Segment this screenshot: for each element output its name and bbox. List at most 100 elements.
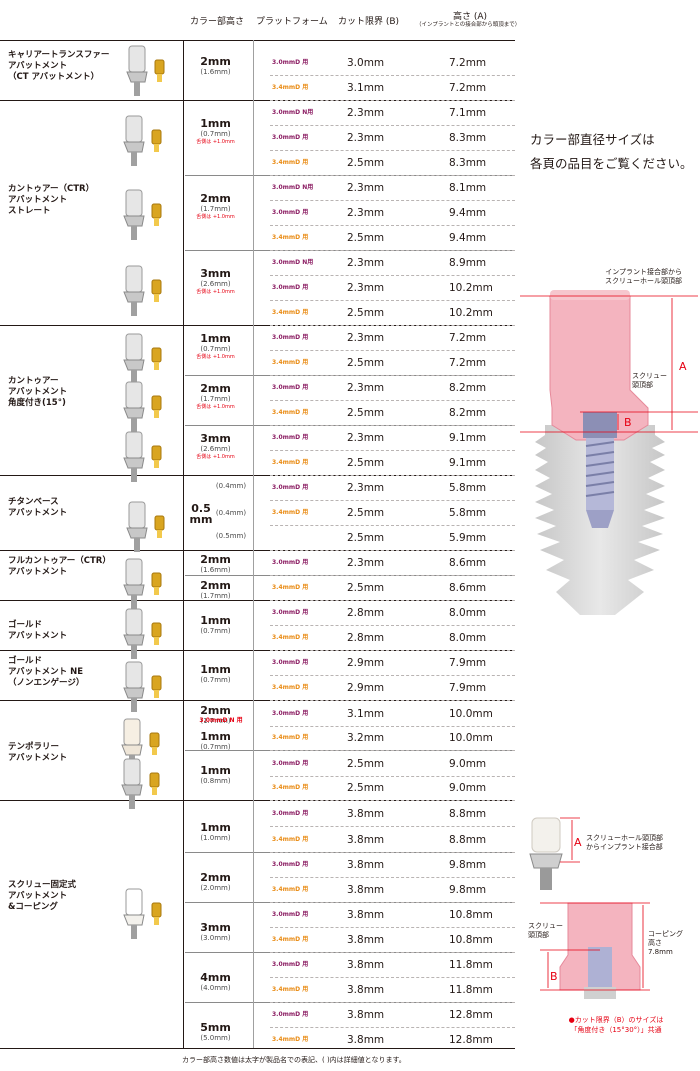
cut-limit-value: 2.9mm bbox=[347, 682, 385, 694]
collar-height: 2mm(1.7mm)舌側は +1.0mm bbox=[188, 383, 243, 411]
height-value: 5.8mm bbox=[449, 507, 487, 519]
height-value: 12.8mm bbox=[449, 1034, 493, 1046]
cut-limit-note: ●カット限界（B）のサイズは 「角度付き（15°30°）」共通 bbox=[568, 1016, 664, 1034]
row-divider bbox=[270, 500, 515, 501]
product-photo bbox=[126, 45, 165, 96]
platform-value: 3.0mmD 用 bbox=[272, 284, 309, 291]
platform-value: 3.4mmD 用 bbox=[272, 309, 309, 316]
platform-value: 3.4mmD 用 bbox=[272, 84, 309, 91]
platform-value: 3.4mmD 用 bbox=[272, 886, 309, 893]
cut-limit-value: 2.8mm bbox=[347, 607, 385, 619]
collar-detail-text: (0.4mm) bbox=[215, 482, 247, 490]
row-divider bbox=[270, 776, 515, 777]
product-photo bbox=[126, 501, 165, 552]
header-platform: プラットフォーム bbox=[256, 17, 328, 27]
cut-limit-value: 2.5mm bbox=[347, 507, 385, 519]
collar-height: 1mm(0.7mm) bbox=[188, 731, 243, 752]
collar-height: 3mm(2.6mm)舌側は +1.0mm bbox=[188, 433, 243, 461]
cut-limit-value: 3.1mm bbox=[347, 708, 385, 720]
row-divider bbox=[270, 475, 515, 476]
collar-main: 1mm bbox=[200, 821, 231, 834]
product-photo bbox=[123, 608, 162, 659]
height-value: 7.2mm bbox=[449, 332, 487, 344]
cut-limit-value: 2.3mm bbox=[347, 557, 385, 569]
height-value: 9.0mm bbox=[449, 758, 487, 770]
row-divider bbox=[270, 625, 515, 626]
cut-limit-value: 2.5mm bbox=[347, 782, 385, 794]
group-divider bbox=[0, 700, 515, 701]
cut-limit-value: 2.3mm bbox=[347, 432, 385, 444]
product-photo bbox=[123, 558, 162, 609]
collar-main: 1mm bbox=[200, 730, 231, 743]
collar-main: 1mm bbox=[200, 332, 231, 345]
group-divider bbox=[0, 600, 515, 601]
product-group-name: ゴールド アバットメント bbox=[8, 620, 68, 641]
row-divider bbox=[270, 1027, 515, 1028]
row-divider bbox=[270, 425, 515, 426]
cross-section-diagram: A B bbox=[520, 290, 698, 615]
temp-platform-note: 3.0mmD N 用 bbox=[186, 717, 256, 724]
collar-main: 2mm bbox=[200, 553, 231, 566]
collar-main: 1mm bbox=[200, 614, 231, 627]
collar-main: 2mm bbox=[200, 871, 231, 884]
height-value: 8.0mm bbox=[449, 607, 487, 619]
collar-detail: (5.0mm) bbox=[200, 1034, 231, 1042]
collar-height: 2mm(2.0mm) bbox=[188, 872, 243, 893]
platform-value: 3.4mmD 用 bbox=[272, 684, 309, 691]
platform-value: 3.0mmD 用 bbox=[272, 1011, 309, 1018]
row-divider bbox=[270, 852, 515, 853]
row-divider bbox=[270, 325, 515, 326]
collar-detail: (0.7mm) bbox=[200, 345, 231, 353]
collar-lingual-note: 舌側は +1.0mm bbox=[196, 139, 235, 145]
collar-main: 3mm bbox=[200, 267, 231, 280]
platform-value: 3.0mmD 用 bbox=[272, 760, 309, 767]
height-value: 7.2mm bbox=[449, 57, 487, 69]
row-divider bbox=[270, 250, 515, 251]
collar-height: 1mm(0.7mm)舌側は +1.0mm bbox=[188, 118, 243, 146]
row-divider bbox=[270, 350, 515, 351]
height-value: 9.1mm bbox=[449, 457, 487, 469]
collar-height: 1mm(1.0mm) bbox=[188, 822, 243, 843]
collar-detail: (1.7mm) bbox=[200, 395, 231, 403]
collar-detail: (0.7mm) bbox=[200, 627, 231, 635]
platform-value: 3.4mmD 用 bbox=[272, 159, 309, 166]
platform-value: 3.4mmD 用 bbox=[272, 936, 309, 943]
column-divider bbox=[183, 40, 184, 1048]
platform-value: 3.0mmD 用 bbox=[272, 59, 309, 66]
base-shape bbox=[529, 853, 563, 869]
product-group-name: キャリアートランスファー アバットメント （CT アバットメント） bbox=[8, 50, 110, 82]
cut-limit-value: 3.8mm bbox=[347, 859, 385, 871]
cut-limit-value: 2.5mm bbox=[347, 157, 385, 169]
collar-height: 5mm(5.0mm) bbox=[188, 1022, 243, 1043]
platform-value: 3.0mmD N用 bbox=[272, 259, 314, 266]
collar-main: 5mm bbox=[200, 1021, 231, 1034]
platform-value: 3.0mmD 用 bbox=[272, 334, 309, 341]
cut-limit-value: 3.8mm bbox=[347, 934, 385, 946]
cap-shape bbox=[531, 817, 561, 853]
row-divider bbox=[270, 550, 515, 551]
platform-value: 3.0mmD 用 bbox=[272, 484, 309, 491]
platform-value: 3.0mmD 用 bbox=[272, 434, 309, 441]
cut-limit-value: 2.9mm bbox=[347, 657, 385, 669]
height-value: 9.8mm bbox=[449, 859, 487, 871]
cut-limit-value: 2.8mm bbox=[347, 632, 385, 644]
collar-main: 3mm bbox=[200, 432, 231, 445]
height-value: 7.1mm bbox=[449, 107, 487, 119]
collar-main: 2mm bbox=[200, 55, 231, 68]
platform-value: 3.0mmD 用 bbox=[272, 209, 309, 216]
collar-detail: (0.8mm) bbox=[200, 777, 231, 785]
collar-detail: (0.7mm) bbox=[200, 676, 231, 684]
collar-main: 0.5 mm bbox=[189, 502, 213, 526]
product-photo bbox=[123, 115, 162, 166]
collar-height: 4mm(4.0mm) bbox=[188, 972, 243, 993]
collar-detail: (1.6mm) bbox=[200, 68, 231, 76]
header-collar: カラー部高さ bbox=[190, 17, 245, 27]
dim-a-label-2: A bbox=[574, 836, 582, 849]
platform-value: 3.4mmD 用 bbox=[272, 1036, 309, 1043]
collar-main: 2mm bbox=[200, 382, 231, 395]
collar-detail: (1.7mm) bbox=[200, 717, 231, 725]
collar-height: 2mm(1.6mm) bbox=[188, 554, 243, 575]
height-value: 5.9mm bbox=[449, 532, 487, 544]
row-divider bbox=[270, 700, 515, 701]
